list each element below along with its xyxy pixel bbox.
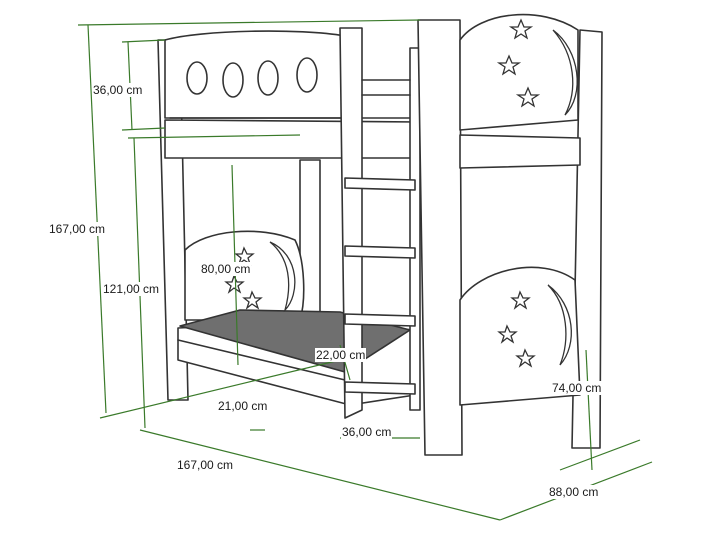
star-icon [224, 274, 245, 294]
star-icon [234, 246, 255, 266]
star-icon [508, 18, 534, 40]
dimension-guard-height: 36,00 cm [92, 83, 144, 97]
ladder-rung [344, 381, 416, 395]
upper-end-panel [459, 13, 579, 131]
ladder-rail-right [409, 47, 421, 411]
dimension-end-height: 74,00 cm [551, 381, 603, 395]
dimension-leg-height: 21,00 cm [217, 399, 269, 413]
front-right-post [417, 19, 463, 456]
dimension-lower-clearance: 121,00 cm [102, 282, 161, 296]
dimension-mattress-gap: 22,00 cm [315, 348, 367, 362]
star-icon [515, 348, 536, 368]
dimension-total-length: 167,00 cm [176, 458, 235, 472]
lower-end-panel [459, 266, 581, 406]
dimension-headboard-height: 80,00 cm [200, 262, 252, 276]
star-icon [242, 290, 263, 310]
star-icon [497, 324, 518, 344]
ladder-rung [344, 177, 416, 191]
ladder-rung [344, 313, 416, 327]
star-icon [496, 54, 522, 76]
ladder-rung [344, 245, 416, 259]
crescent-moon-icon [552, 29, 578, 116]
upper-side-rail [459, 134, 581, 169]
star-icon [510, 290, 531, 310]
dimension-ladder-width: 36,00 cm [341, 425, 393, 439]
guard-portholes [186, 57, 318, 98]
crescent-moon-icon [547, 284, 572, 366]
star-icon [515, 86, 541, 108]
dimension-total-width: 88,00 cm [548, 485, 600, 499]
crescent-moon-icon [269, 241, 296, 313]
upper-bed-frame [164, 119, 421, 159]
dimension-total-height: 167,00 cm [48, 222, 107, 236]
